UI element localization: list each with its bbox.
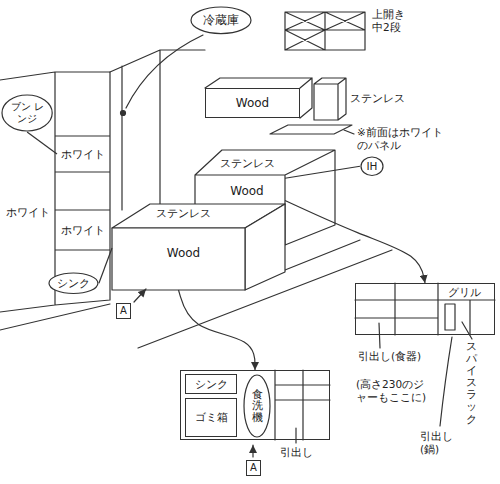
fridge-dot xyxy=(121,111,126,116)
drawer-label: 引出し xyxy=(280,446,313,459)
ellipse-outline xyxy=(191,7,251,34)
flow-arrow xyxy=(285,201,425,284)
callout-oval: IH xyxy=(360,156,384,176)
node-label: 冷蔵庫 xyxy=(203,13,239,27)
fridge-space xyxy=(110,50,205,210)
stainless-pillar xyxy=(314,78,346,120)
material-label: ステンレス xyxy=(156,207,211,220)
range-hood xyxy=(270,125,352,134)
plan-view: シンク食洗機ゴミ箱 xyxy=(180,370,330,440)
node-label: ホワイト xyxy=(61,148,105,161)
plan-cell: シンク xyxy=(185,374,237,394)
callout-oval: シンク xyxy=(48,272,99,294)
plan-grid xyxy=(355,283,495,335)
ih-counter: ステンレス Wood xyxy=(195,156,285,245)
leader-line xyxy=(440,337,452,426)
cabinet-outline xyxy=(0,72,110,312)
ellipse-outline xyxy=(361,157,383,175)
drawer-label: 引出し(食器) xyxy=(358,350,421,363)
spice-rack xyxy=(445,304,455,330)
node-label: ブン レンジ xyxy=(10,101,44,125)
node-label: ゴミ箱 xyxy=(195,411,228,424)
node-label: A xyxy=(250,462,257,474)
node-label: 食洗機 xyxy=(252,389,263,424)
leader-line xyxy=(126,35,203,108)
leader-line xyxy=(295,428,296,443)
node-label: Wood xyxy=(230,184,263,198)
drawer-label: 引出し(鍋) xyxy=(420,430,464,456)
node-label: グリル xyxy=(448,286,481,299)
upper-cabinet xyxy=(205,78,312,118)
sink-counter xyxy=(245,204,285,290)
cabinet-door: ホワイト xyxy=(57,211,109,249)
rack-label: スパイスラック xyxy=(466,341,477,426)
note-text: ※前面はホワイトのパネル xyxy=(357,126,453,152)
note-text: (高さ230のジャーもここに) xyxy=(356,378,432,404)
view-arrow xyxy=(252,445,253,457)
floor-line xyxy=(0,240,392,348)
node-label: A xyxy=(120,305,127,317)
leader-line xyxy=(285,166,360,178)
node-label: ホワイト xyxy=(6,206,50,219)
note-text: 上開き 中2段 xyxy=(372,8,416,34)
leader-line xyxy=(27,132,57,154)
cabinet-door: ホワイト xyxy=(57,137,109,171)
leader-line xyxy=(462,322,472,339)
upper-cabinet-sketch xyxy=(285,12,365,50)
node-label: IH xyxy=(367,160,378,173)
callout-cloud: 冷蔵庫 xyxy=(190,6,252,35)
view-marker: A xyxy=(116,303,131,319)
plan-grid xyxy=(275,370,330,440)
cabinet-side: ホワイト xyxy=(2,198,54,226)
leader-line xyxy=(379,323,380,348)
ellipse-outline xyxy=(244,375,270,437)
view-marker: A xyxy=(246,460,261,476)
callout-oval: ブン レンジ xyxy=(1,94,53,132)
material-label: ステンレス xyxy=(350,92,405,105)
node-label: シンク xyxy=(195,378,228,391)
ellipse-outline xyxy=(2,95,52,131)
leader-line xyxy=(99,248,112,283)
plan-view: グリル xyxy=(355,283,495,335)
sink-counter: ステンレス Wood xyxy=(112,206,245,290)
node-label: Wood xyxy=(167,246,200,260)
node-label: ホワイト xyxy=(61,224,105,237)
ellipse-outline xyxy=(49,273,98,293)
leader-line xyxy=(344,130,354,134)
node-label: シンク xyxy=(57,277,90,290)
dishwasher-oval: 食洗機 xyxy=(243,374,271,438)
material-label: ステンレス xyxy=(220,157,275,170)
flow-arrow xyxy=(179,290,256,370)
sink-counter xyxy=(112,228,245,290)
view-arrow xyxy=(134,289,146,302)
plan-cell: ゴミ箱 xyxy=(185,398,237,437)
node-label: Wood xyxy=(236,96,269,110)
wall-cabinet: Wood xyxy=(205,88,300,118)
